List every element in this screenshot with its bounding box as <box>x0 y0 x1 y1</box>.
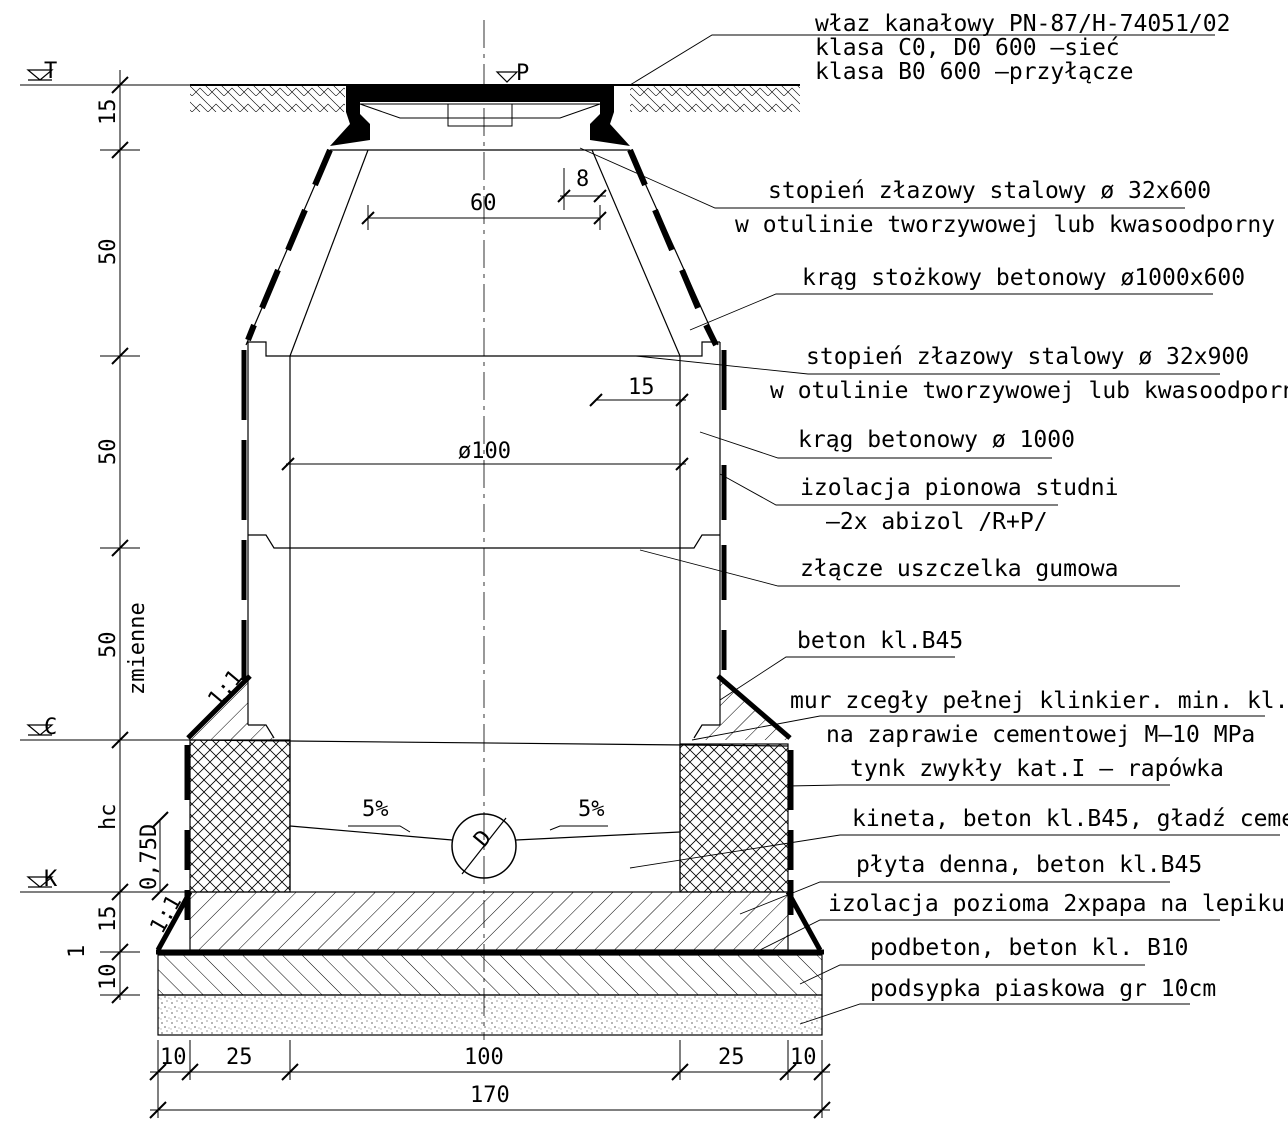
leader-lines <box>579 34 1280 1025</box>
dim-h-25-right: 25 <box>718 1045 745 1070</box>
label-sand: podsypka piaskowa gr 10cm <box>870 976 1216 1002</box>
dim-slope-11-bottom: 1:1 <box>146 891 188 938</box>
concrete-rings <box>241 341 727 890</box>
dim-v-1: 1 <box>65 945 90 958</box>
dim-opening: 60 <box>470 191 497 216</box>
dim-v-075d: 0,75D <box>137 824 162 890</box>
dim-h-10-right: 10 <box>790 1045 817 1070</box>
label-step900-2: w otulinie tworzywowej lub kwasoodporny <box>770 378 1288 404</box>
label-insul-vert-1: izolacja pionowa studni <box>800 475 1119 501</box>
level-p: P <box>516 61 529 86</box>
dim-h-100: 100 <box>464 1045 504 1070</box>
label-concrete: beton kl.B45 <box>797 628 963 654</box>
label-insul-vert-2: –2x abizol /R+P/ <box>826 509 1048 535</box>
label-manhole-3: klasa B0 600 –przyłącze <box>815 59 1134 85</box>
label-manhole-2: klasa C0, D0 600 –sieć <box>815 35 1120 61</box>
dim-h-25-left: 25 <box>226 1045 253 1070</box>
base-slab <box>155 890 824 955</box>
label-step900-1: stopień złazowy stalowy ø 32x900 <box>806 344 1249 370</box>
manhole-cover <box>330 84 630 146</box>
label-base-slab: płyta denna, beton kl.B45 <box>856 852 1202 878</box>
label-sub-concrete: podbeton, beton kl. B10 <box>870 935 1189 961</box>
level-k: K <box>44 867 58 892</box>
dim-v-50-c: 50 <box>96 632 121 659</box>
level-markers <box>26 69 519 888</box>
label-cone-ring: krąg stożkowy betonowy ø1000x600 <box>802 265 1245 291</box>
label-kineta: kineta, beton kl.B45, gładź cementowa <box>852 806 1288 832</box>
dim-v-50-b: 50 <box>96 439 121 466</box>
brick-walls <box>184 739 794 920</box>
dim-diameter: ø100 <box>458 439 511 464</box>
dim-slope-right: 5% <box>578 797 605 822</box>
label-step600-1: stopień złazowy stalowy ø 32x600 <box>768 178 1211 204</box>
horizontal-dimensions <box>149 168 831 1119</box>
dim-v-50-a: 50 <box>96 239 121 266</box>
level-c: C <box>44 715 57 740</box>
label-brick-1: mur zcegły pełnej klinkier. min. kl.25 M… <box>790 688 1288 714</box>
label-brick-2: na zaprawie cementowej M–10 MPa <box>826 722 1255 748</box>
ground-surface <box>190 84 800 112</box>
concrete-b45-fill <box>186 674 792 740</box>
cone-ring <box>245 148 719 357</box>
label-joint: złącze uszczelka gumowa <box>800 556 1119 582</box>
vertical-dimensions <box>20 70 190 1004</box>
foundation-layers <box>157 954 823 1036</box>
dim-v-10: 10 <box>96 964 121 991</box>
dim-h-10-left: 10 <box>160 1045 187 1070</box>
dim-v-15-slab: 15 <box>96 906 121 933</box>
level-t: T <box>44 59 57 84</box>
annotations: właz kanałowy PN-87/H-74051/02 klasa C0,… <box>735 11 1288 1002</box>
dim-step-offset: 8 <box>576 167 589 192</box>
level-labels: T P C K <box>44 59 529 892</box>
dim-variable: zmienne <box>125 602 150 695</box>
dim-hc: hc <box>96 804 121 831</box>
dim-slope-left: 5% <box>362 797 389 822</box>
dim-wall: 15 <box>628 375 655 400</box>
label-plaster: tynk zwykły kat.I – rapówka <box>850 756 1224 782</box>
label-ring: krąg betonowy ø 1000 <box>798 427 1075 453</box>
label-manhole-1: właz kanałowy PN-87/H-74051/02 <box>815 11 1230 37</box>
label-step600-2: w otulinie tworzywowej lub kwasoodporny <box>735 212 1275 238</box>
dim-h-170: 170 <box>470 1083 510 1108</box>
label-insul-horiz: izolacja pozioma 2xpapa na lepiku <box>828 891 1285 917</box>
dim-v-15-top: 15 <box>96 99 121 126</box>
